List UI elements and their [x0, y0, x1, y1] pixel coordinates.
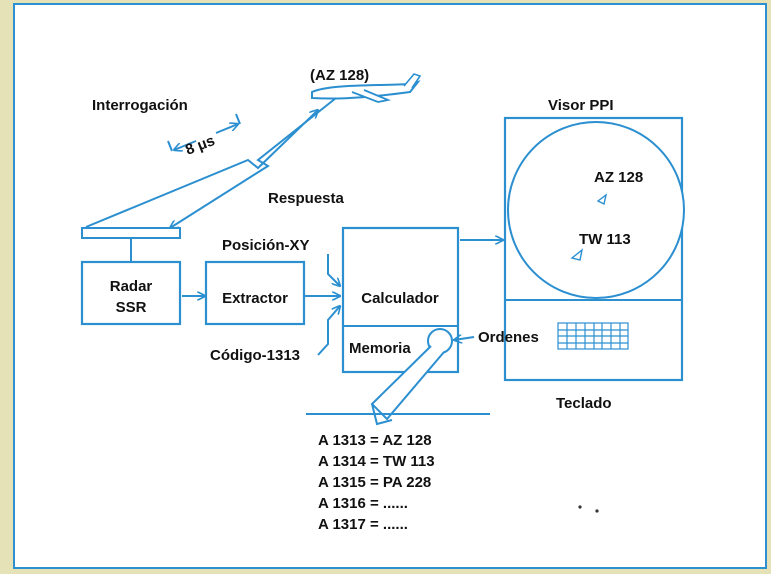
memory-label: Memoria [349, 340, 411, 357]
pulse-spacing-marker [167, 113, 241, 151]
memory-table-row: A 1316 = ...... [318, 495, 408, 512]
aircraft-label: (AZ 128) [310, 67, 369, 84]
memory-table-row: A 1315 = PA 228 [318, 474, 431, 491]
memory-table-row: A 1313 = AZ 128 [318, 432, 432, 449]
position-arrow [327, 254, 340, 286]
speck [595, 509, 599, 513]
keyboard-label: Teclado [556, 395, 612, 412]
speck [578, 505, 582, 509]
code-arrow [317, 306, 340, 356]
memory-table-row: A 1317 = ...... [318, 516, 408, 533]
memory-table-row: A 1314 = TW 113 [318, 453, 435, 470]
display-title: Visor PPI [548, 97, 614, 114]
orders-arrow [454, 337, 475, 340]
keyboard-icon [557, 322, 629, 350]
ppi-scope [507, 121, 685, 299]
target1-blip-icon [596, 193, 608, 206]
antenna-icon [81, 227, 181, 239]
target1-label: AZ 128 [594, 169, 643, 186]
target2-label: TW 113 [579, 231, 631, 248]
target2-blip-icon [570, 248, 584, 261]
calculator-label: Calculador [361, 290, 439, 307]
extractor-label: Extractor [222, 290, 288, 307]
memory-table: A 1313 = AZ 128 A 1314 = TW 113 A 1315 =… [318, 432, 435, 533]
radar-ssr-label-line2: SSR [116, 299, 147, 316]
orders-label: Ordenes [478, 329, 539, 346]
response-signal [170, 97, 337, 228]
radar-ssr-label-line1: Radar [110, 278, 153, 295]
extractor-box [204, 260, 306, 326]
aircraft-icon [311, 73, 422, 103]
interrogation-label: Interrogación [92, 97, 188, 114]
code-label: Código-1313 [210, 347, 300, 364]
response-label: Respuesta [268, 190, 345, 207]
radar-ssr-box [80, 260, 182, 326]
position-label: Posición-XY [222, 237, 310, 254]
memory-callout [370, 345, 445, 421]
interrogation-signal [85, 110, 318, 228]
